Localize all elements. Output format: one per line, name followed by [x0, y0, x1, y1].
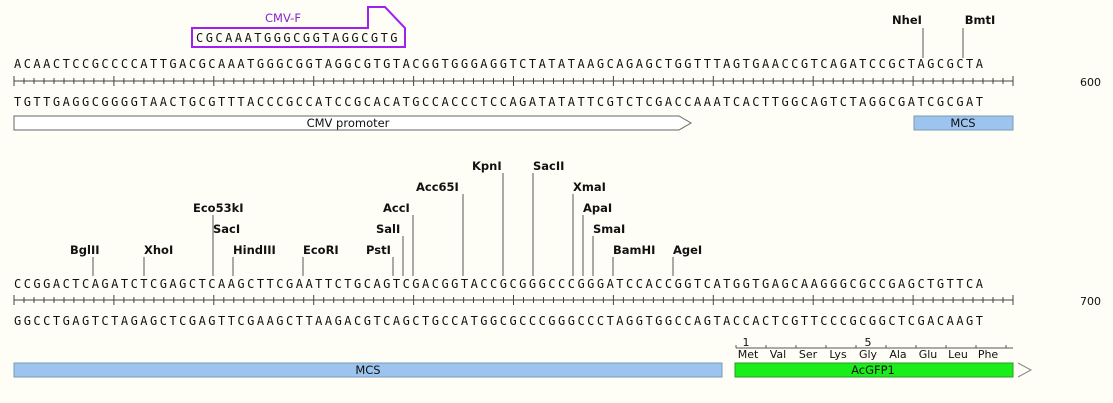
enzyme-label-agei[interactable]: AgeI: [673, 243, 702, 257]
enzyme-label-sacii[interactable]: SacII: [533, 159, 564, 173]
enzyme-label-hindiii[interactable]: HindIII: [233, 243, 276, 257]
enzyme-label-bamhi[interactable]: BamHI: [613, 243, 655, 257]
feature-bar: [13, 362, 723, 378]
feature-mcs[interactable]: MCS: [913, 115, 1014, 131]
bottom-strand: TGTTGAGGCGGGGTAACTGCGTTTACCCGCCATCCGCACA…: [14, 95, 985, 109]
enzyme-label-xmai[interactable]: XmaI: [573, 180, 606, 194]
enzyme-label-psti[interactable]: PstI: [366, 243, 391, 257]
amino-acid: Val: [770, 348, 786, 361]
primer-label: CMV-F: [265, 11, 301, 25]
feature-label: MCS: [950, 116, 975, 130]
enzyme-label-sali[interactable]: SalI: [376, 222, 400, 236]
translation-track: 1 5 Met Val Ser Lys Gly Ala Glu Leu Phe: [735, 336, 1013, 361]
ruler: [13, 76, 1014, 86]
enzyme-label-nhei[interactable]: NheI: [892, 13, 922, 27]
top-strand: CCGGACTCAGATCTCGAGCTCAAGCTTCGAATTCTGCAGT…: [14, 277, 985, 291]
feature-arrow: [13, 115, 692, 131]
amino-acid: Ala: [889, 348, 906, 361]
enzyme-label-bglii[interactable]: BglII: [70, 243, 100, 257]
enzyme-label-apai[interactable]: ApaI: [583, 201, 612, 215]
enzyme-label-xhoi[interactable]: XhoI: [144, 243, 173, 257]
feature-label: CMV promoter: [307, 116, 390, 130]
enzyme-label-smai[interactable]: SmaI: [593, 222, 625, 236]
amino-acid: Leu: [948, 348, 968, 361]
enzyme-label-saci[interactable]: SacI: [213, 222, 240, 236]
sequence-row-1: NheI BmtI ACAACTCCGCCCCATTGACGCAAATGGGCG…: [13, 13, 1101, 131]
position-number: 600: [1080, 76, 1101, 89]
bottom-strand: GGCCTGAGTCTAGAGCTCGAGTTCGAAGCTTAAGACGTCA…: [14, 314, 985, 328]
residue-number: 1: [743, 336, 750, 349]
primer-arrow: [191, 6, 406, 48]
codon-ticks: [735, 345, 1007, 348]
enzyme-label-kpni[interactable]: KpnI: [472, 159, 502, 173]
residue-number: 5: [865, 336, 872, 349]
sequence-row-2: BglII XhoI Eco53kI SacI HindIII EcoRI Ps…: [13, 159, 1101, 378]
enzyme-label-acci[interactable]: AccI: [383, 201, 410, 215]
feature-bar: [913, 115, 1014, 131]
amino-acid: Ser: [799, 348, 818, 361]
feature-mcs[interactable]: MCS: [13, 362, 723, 378]
position-number: 700: [1080, 295, 1101, 308]
enzyme-label-acc65i[interactable]: Acc65I: [416, 180, 459, 194]
ruler: [13, 295, 1014, 305]
primer-sequence: CGCAAATGGGCGGTAGGCGTG: [196, 31, 400, 45]
enzyme-label-ecori[interactable]: EcoRI: [303, 243, 339, 257]
feature-acgfp1[interactable]: AcGFP1: [734, 362, 1033, 378]
enzyme-label-eco53ki[interactable]: Eco53kI: [193, 201, 244, 215]
amino-acid: Glu: [919, 348, 938, 361]
feature-cmv-promoter[interactable]: CMV promoter: [13, 115, 692, 131]
amino-acid: Met: [738, 348, 759, 361]
top-strand: ACAACTCCGCCCCATTGACGCAAATGGGCGGTAGGCGTGT…: [14, 57, 985, 71]
feature-label: AcGFP1: [851, 363, 895, 377]
enzyme-label-bmti[interactable]: BmtI: [965, 13, 996, 27]
amino-acid: Phe: [978, 348, 999, 361]
feature-bar: [734, 362, 1014, 378]
primer-cmv-f[interactable]: CMV-F CGCAAATGGGCGGTAGGCGTG: [191, 6, 406, 48]
feature-label: MCS: [355, 363, 380, 377]
feature-continuation-arrow: [1017, 362, 1033, 378]
amino-acid: Lys: [829, 348, 847, 361]
amino-acid: Gly: [859, 348, 878, 361]
